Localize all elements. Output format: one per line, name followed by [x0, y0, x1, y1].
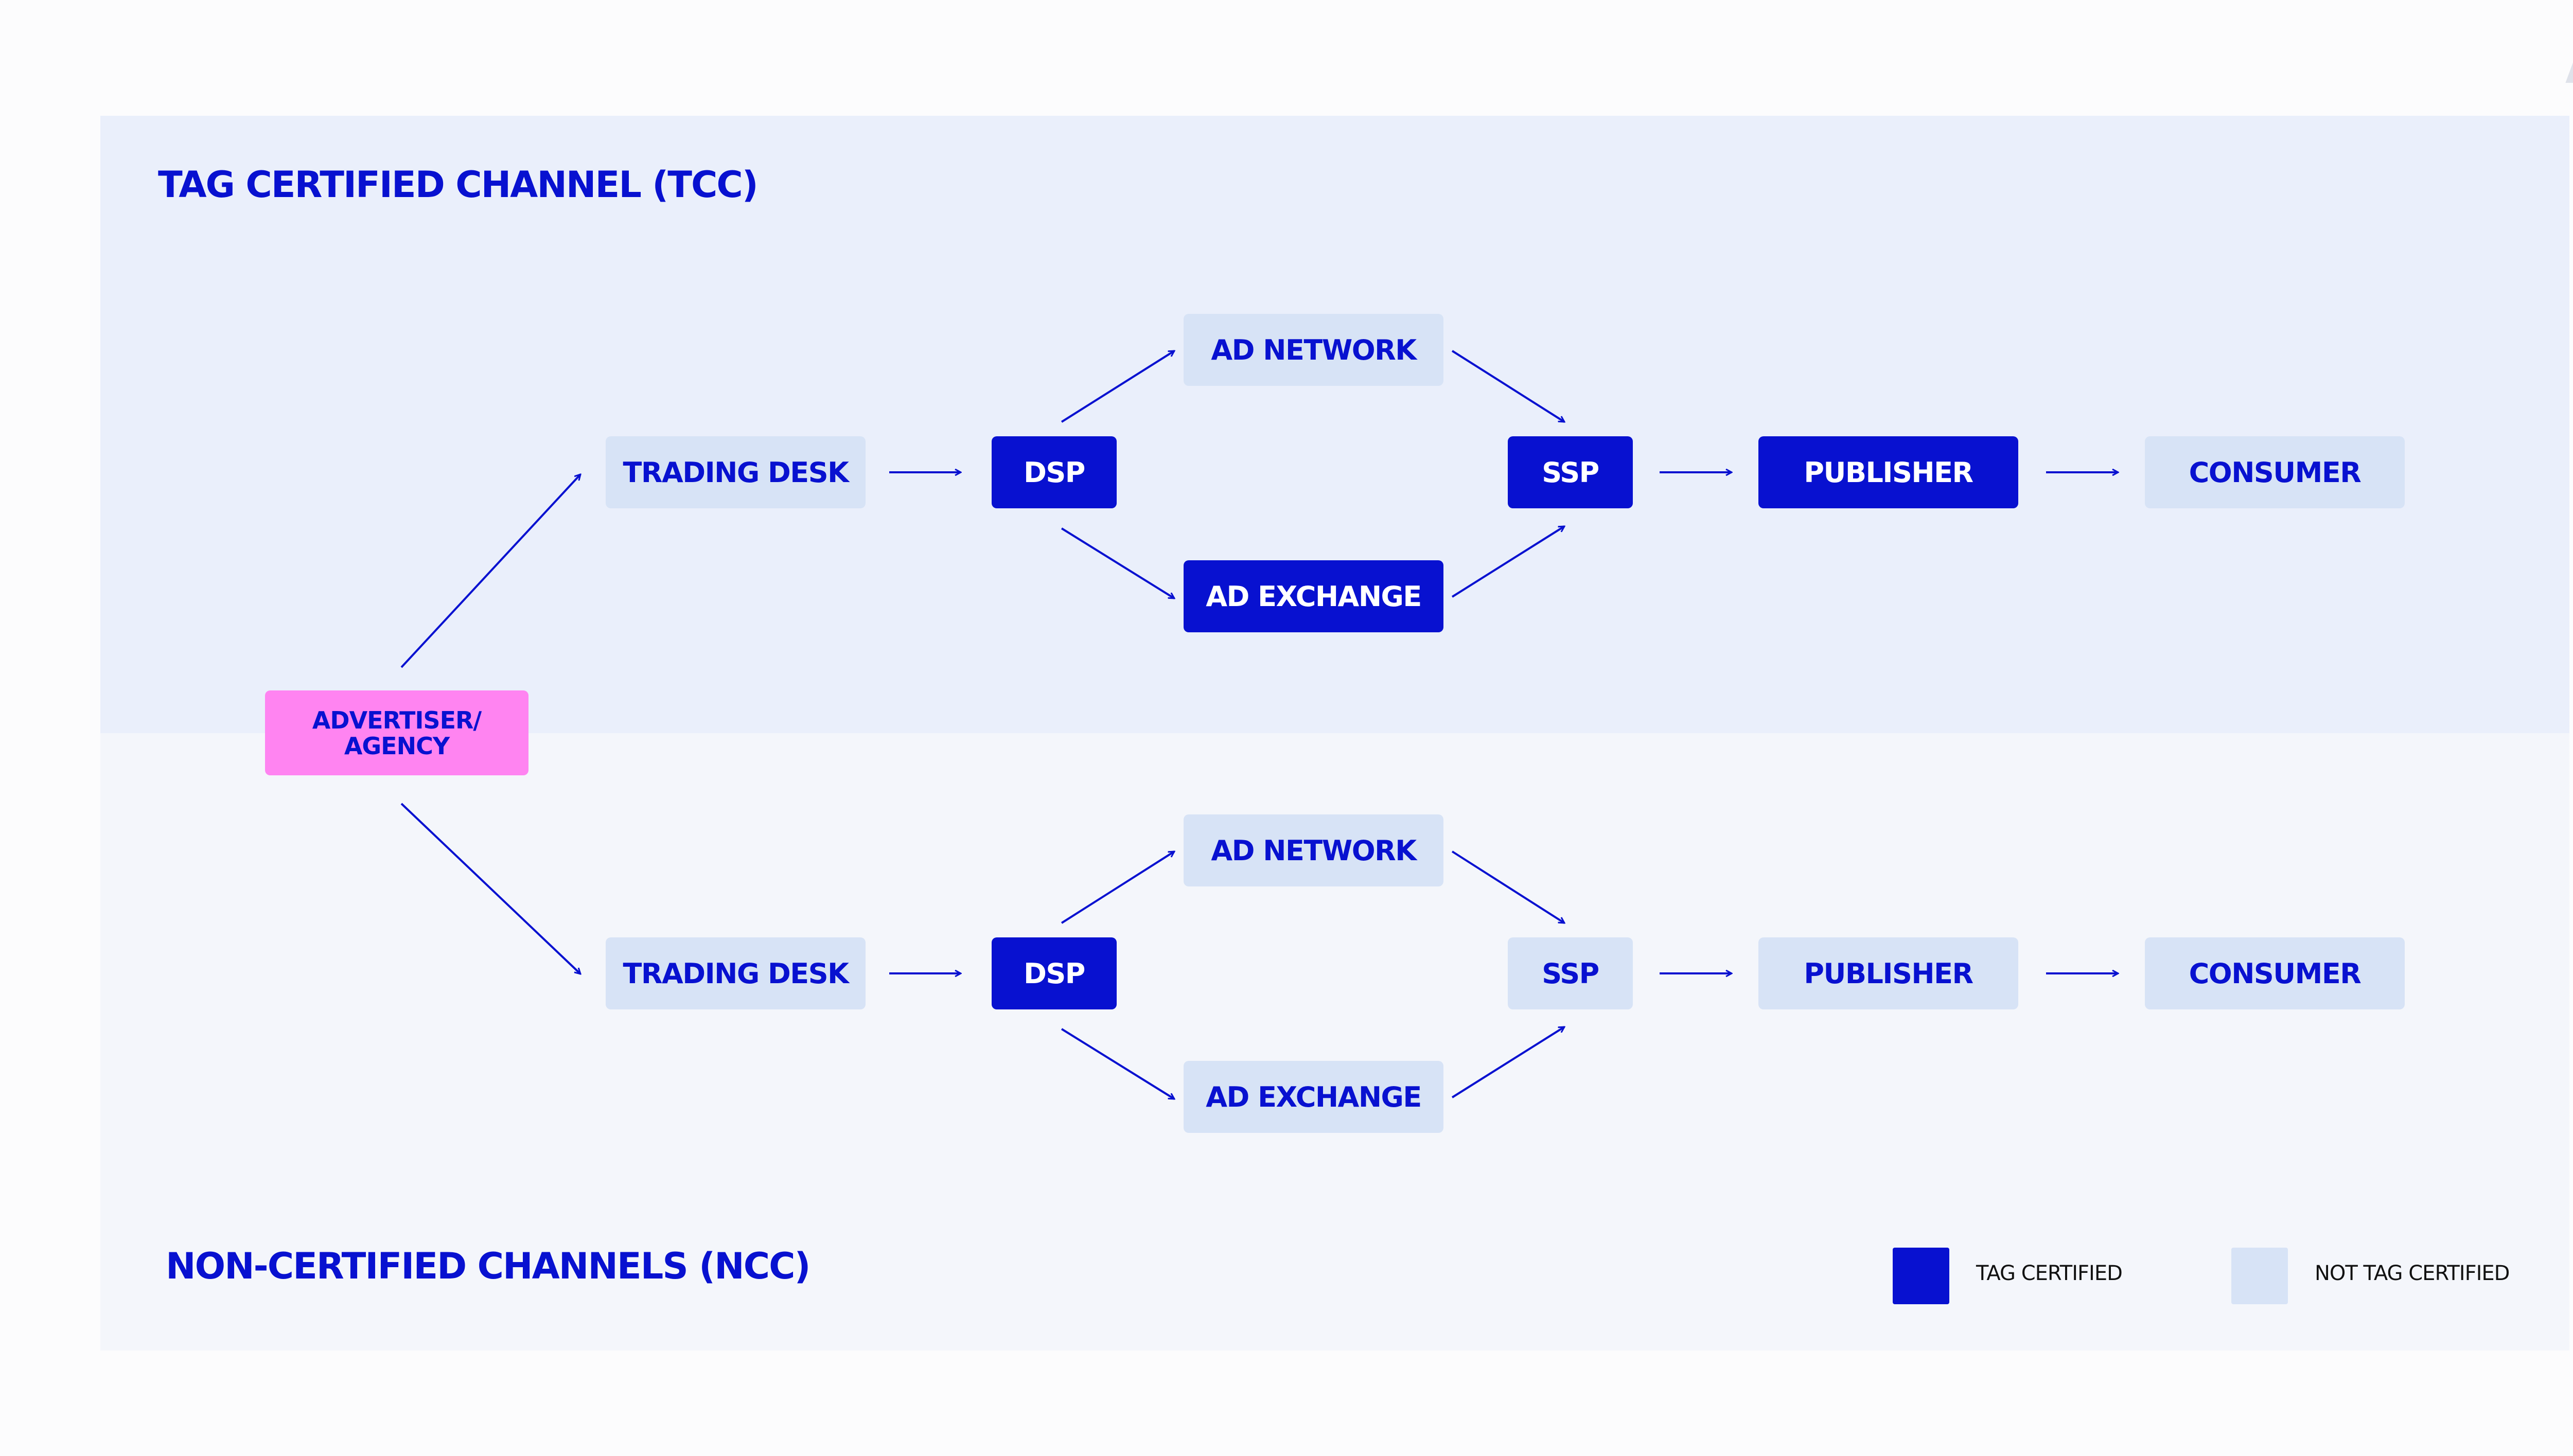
brand-logo: AI: [2565, 44, 2573, 93]
ncc-ad-exchange-node: AD EXCHANGE: [1184, 1061, 1443, 1133]
ncc-ssp-node: SSP: [1508, 937, 1633, 1009]
tcc-publisher-node: PUBLISHER: [1758, 436, 2018, 508]
ncc-consumer-node: CONSUMER: [2145, 937, 2405, 1009]
legend-certified-swatch: [1893, 1248, 1949, 1304]
tcc-dsp-node: DSP: [992, 436, 1117, 508]
legend-not-certified-label: NOT TAG CERTIFIED: [2315, 1262, 2510, 1285]
tcc-ad-exchange-node: AD EXCHANGE: [1184, 560, 1443, 632]
tcc-trading-desk-node: TRADING DESK: [606, 436, 866, 508]
ncc-dsp-node: DSP: [992, 937, 1117, 1009]
tcc-ssp-node: SSP: [1508, 436, 1633, 508]
tcc-panel: [100, 116, 2569, 733]
ncc-ad-network-node: AD NETWORK: [1184, 814, 1443, 886]
ncc-section-title: NON-CERTIFIED CHANNELS (NCC): [166, 1245, 810, 1287]
tcc-consumer-node: CONSUMER: [2145, 436, 2405, 508]
advertiser-agency-node: ADVERTISER/ AGENCY: [265, 690, 528, 775]
tcc-ad-network-node: AD NETWORK: [1184, 314, 1443, 386]
ncc-publisher-node: PUBLISHER: [1758, 937, 2018, 1009]
legend-certified-label: TAG CERTIFIED: [1976, 1262, 2123, 1285]
ncc-trading-desk-node: TRADING DESK: [606, 937, 866, 1009]
tcc-section-title: TAG CERTIFIED CHANNEL (TCC): [158, 164, 759, 206]
legend-not-certified-swatch: [2231, 1248, 2288, 1304]
